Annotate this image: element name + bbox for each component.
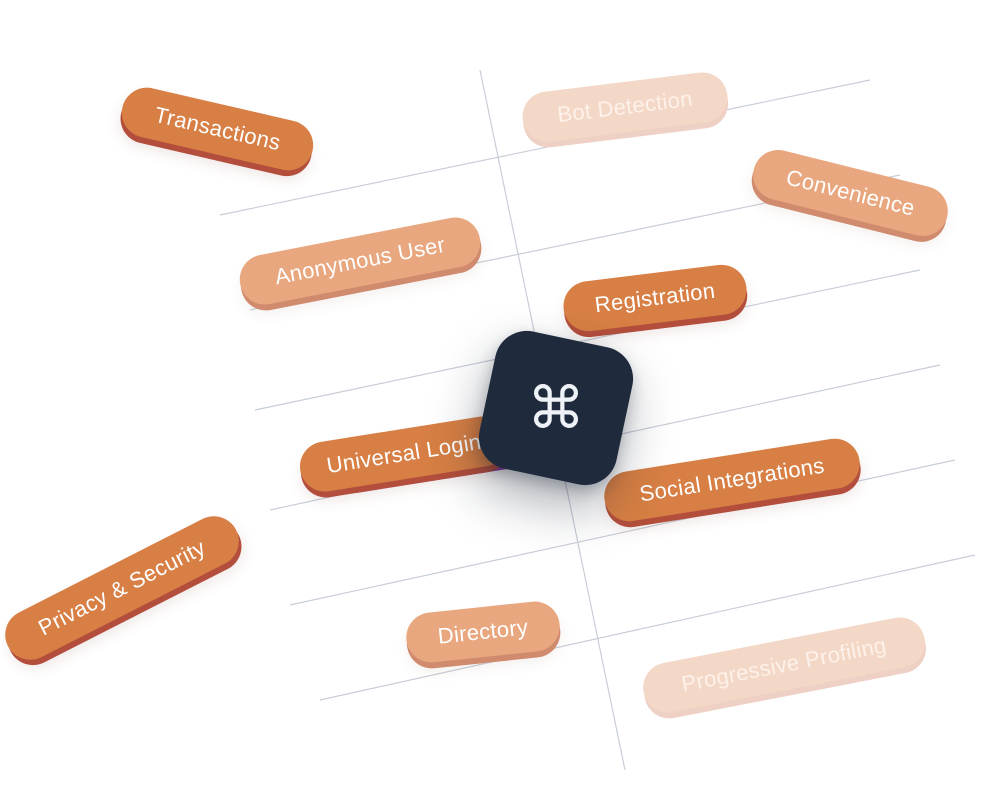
tag-label: Bot Detection (555, 85, 694, 128)
command-hub[interactable]: ⌘ (472, 324, 640, 492)
command-icon: ⌘ (527, 374, 585, 442)
grid-line (219, 79, 871, 216)
tag-label: Registration (593, 277, 717, 318)
tag-label: Directory (436, 614, 530, 649)
grid-line (319, 554, 976, 701)
grid-line (254, 269, 921, 411)
